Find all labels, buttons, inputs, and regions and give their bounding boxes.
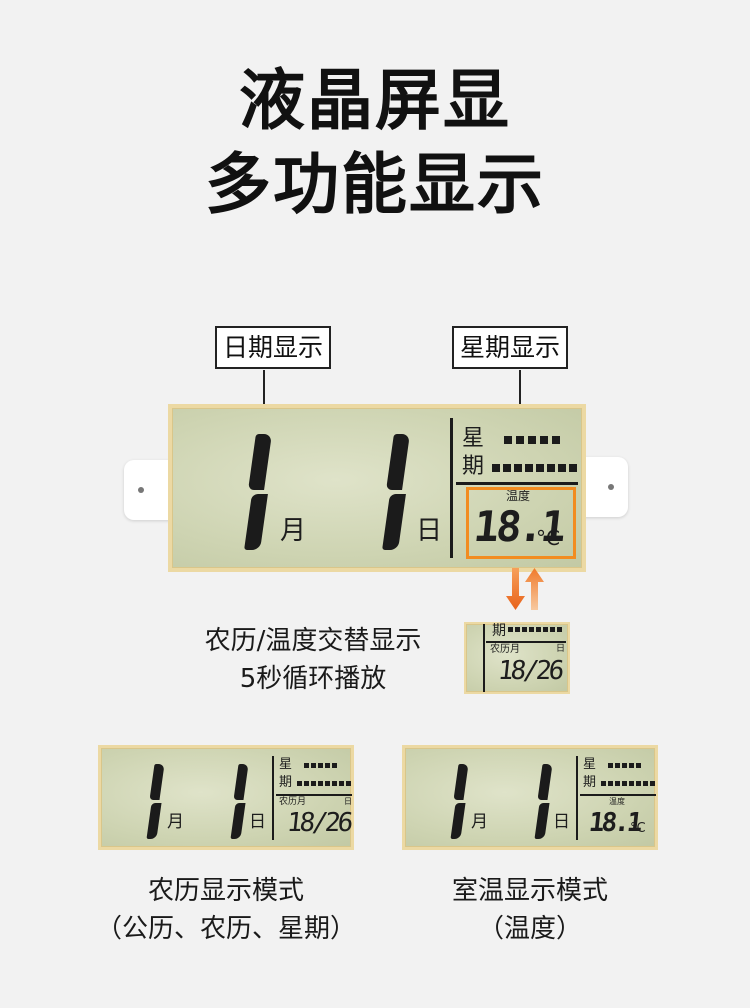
day-digit-upper-segment bbox=[386, 434, 410, 490]
week-indicator-row-2 bbox=[297, 781, 351, 786]
month-unit: 月 bbox=[471, 812, 488, 832]
day-unit: 日 bbox=[416, 516, 443, 546]
day-digit-lower-segment bbox=[382, 494, 406, 550]
mini-lunar-day-char: 日 bbox=[556, 644, 566, 654]
month-digit-upper-segment bbox=[248, 434, 272, 490]
mini-week-char: 期 bbox=[492, 623, 506, 639]
lcd-vertical-divider bbox=[450, 418, 453, 558]
mini-lunar-value: 18/26 bbox=[496, 656, 563, 686]
week-char-xing: 星 bbox=[462, 426, 485, 451]
lunar-value: 18/26 bbox=[285, 808, 352, 838]
week-indicator-row-1 bbox=[608, 763, 641, 768]
week-char-qi: 期 bbox=[462, 454, 485, 479]
mini-horizontal-divider bbox=[486, 641, 566, 643]
mini-lunar-label: 农历月 bbox=[490, 644, 520, 655]
lunar-mode-subtitle: （公历、农历、星期） bbox=[95, 914, 356, 944]
week-indicator-row-1 bbox=[504, 436, 560, 444]
temperature-label: 温度 bbox=[609, 797, 625, 806]
month-digit-lower-segment bbox=[146, 803, 162, 839]
temperature-mode-title: 室温显示模式 bbox=[451, 876, 608, 906]
temperature-unit: °C bbox=[536, 526, 560, 550]
day-digit-upper-segment bbox=[233, 764, 249, 800]
week-char-xing: 星 bbox=[279, 757, 293, 772]
mini-vertical-divider bbox=[483, 624, 485, 692]
temperature-mode-subtitle: （温度） bbox=[477, 914, 582, 944]
lcd-horizontal-divider bbox=[456, 482, 578, 485]
screw-hole-icon bbox=[138, 487, 144, 493]
date-display-callout: 日期显示 bbox=[215, 326, 332, 369]
week-char-qi: 期 bbox=[583, 775, 597, 790]
screw-hole-icon bbox=[608, 484, 614, 490]
week-indicator-row-1 bbox=[304, 763, 337, 768]
lcd-horizontal-divider bbox=[580, 794, 656, 796]
day-unit: 日 bbox=[553, 812, 570, 832]
lunar-mode-title: 农历显示模式 bbox=[147, 876, 304, 906]
headline-line-1: 液晶屏显 bbox=[239, 62, 511, 139]
headline-line-2: 多功能显示 bbox=[205, 146, 545, 223]
mini-lunar-display: 期 农历月 日 18/26 bbox=[464, 622, 570, 694]
month-digit-upper-segment bbox=[453, 764, 469, 800]
lcd-vertical-divider bbox=[272, 756, 274, 840]
swap-arrows-icon bbox=[506, 568, 544, 610]
week-indicator-row-2 bbox=[601, 781, 655, 786]
temperature-mode-lcd: 月 日 星 期 温度 18.1 °C bbox=[402, 745, 658, 850]
temperature-highlight-box bbox=[466, 487, 576, 559]
week-display-callout: 星期显示 bbox=[452, 326, 569, 369]
month-unit: 月 bbox=[167, 812, 184, 832]
week-callout-leader bbox=[519, 370, 521, 430]
month-digit-upper-segment bbox=[149, 764, 165, 800]
lunar-label: 农历月 bbox=[279, 797, 307, 807]
day-digit-upper-segment bbox=[537, 764, 553, 800]
switch-caption-line-2: 5秒循环播放 bbox=[239, 664, 387, 694]
lcd-vertical-divider bbox=[576, 756, 578, 840]
day-digit-lower-segment bbox=[534, 803, 550, 839]
main-lcd-display: 月 日 星 期 温度 18.1 °C bbox=[168, 404, 586, 572]
lunar-day-char: 日 bbox=[344, 797, 352, 806]
week-indicator-row-2 bbox=[492, 464, 577, 472]
switch-caption-line-1: 农历/温度交替显示 bbox=[204, 626, 422, 656]
day-unit: 日 bbox=[249, 812, 266, 832]
lunar-mode-lcd: 月 日 星 期 农历月 日 18/26 bbox=[98, 745, 354, 850]
month-digit-lower-segment bbox=[450, 803, 466, 839]
temperature-label: 温度 bbox=[506, 489, 531, 503]
month-unit: 月 bbox=[280, 516, 307, 546]
day-digit-lower-segment bbox=[230, 803, 246, 839]
mini-week-indicator bbox=[508, 627, 562, 632]
week-char-qi: 期 bbox=[279, 775, 293, 790]
lcd-horizontal-divider bbox=[276, 794, 352, 796]
month-digit-lower-segment bbox=[244, 494, 268, 550]
week-char-xing: 星 bbox=[583, 757, 597, 772]
temperature-unit: °C bbox=[630, 821, 646, 836]
